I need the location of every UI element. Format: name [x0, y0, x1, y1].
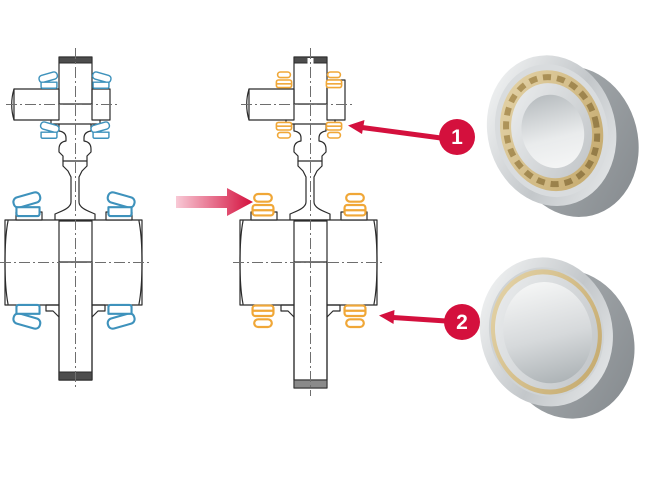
tapered-bearing-symbol — [11, 190, 43, 218]
tapered-bearing-symbol — [11, 303, 43, 331]
tapered-bearing-symbol — [105, 303, 137, 331]
bearing-photo-1 — [486, 55, 639, 217]
cylindrical-bearing-symbol — [343, 192, 367, 217]
tapered-bearing-symbol — [105, 190, 137, 218]
callout-number-2: 2 — [456, 310, 468, 334]
bearing-rollers — [503, 74, 601, 188]
bearing-bore — [521, 94, 585, 169]
bearing-photo-2 — [479, 257, 635, 419]
transition-arrow-icon — [176, 188, 253, 216]
leader-arrow-2 — [379, 310, 449, 324]
cylindrical-bearing-symbol — [325, 121, 343, 139]
tapered-bearing-symbol — [91, 70, 113, 89]
cylindrical-bearing-symbol — [251, 304, 275, 329]
tapered-bearing-symbol — [37, 70, 59, 89]
cylindrical-bearing-symbol — [251, 192, 275, 217]
cylindrical-bearing-symbol — [275, 71, 293, 89]
left-schematic-old-arrangement — [0, 48, 150, 390]
cylindrical-bearing-symbol — [343, 304, 367, 329]
callout-badge-2: 2 — [444, 304, 480, 340]
callout-badge-1: 1 — [439, 119, 475, 155]
middle-schematic-new-arrangement — [233, 48, 384, 396]
cylindrical-bearing-symbol — [275, 121, 293, 139]
bearing-bore — [503, 282, 593, 384]
cylindrical-bearing-symbol — [325, 71, 343, 89]
callout-number-1: 1 — [451, 125, 463, 149]
leader-arrow-1 — [348, 120, 444, 141]
